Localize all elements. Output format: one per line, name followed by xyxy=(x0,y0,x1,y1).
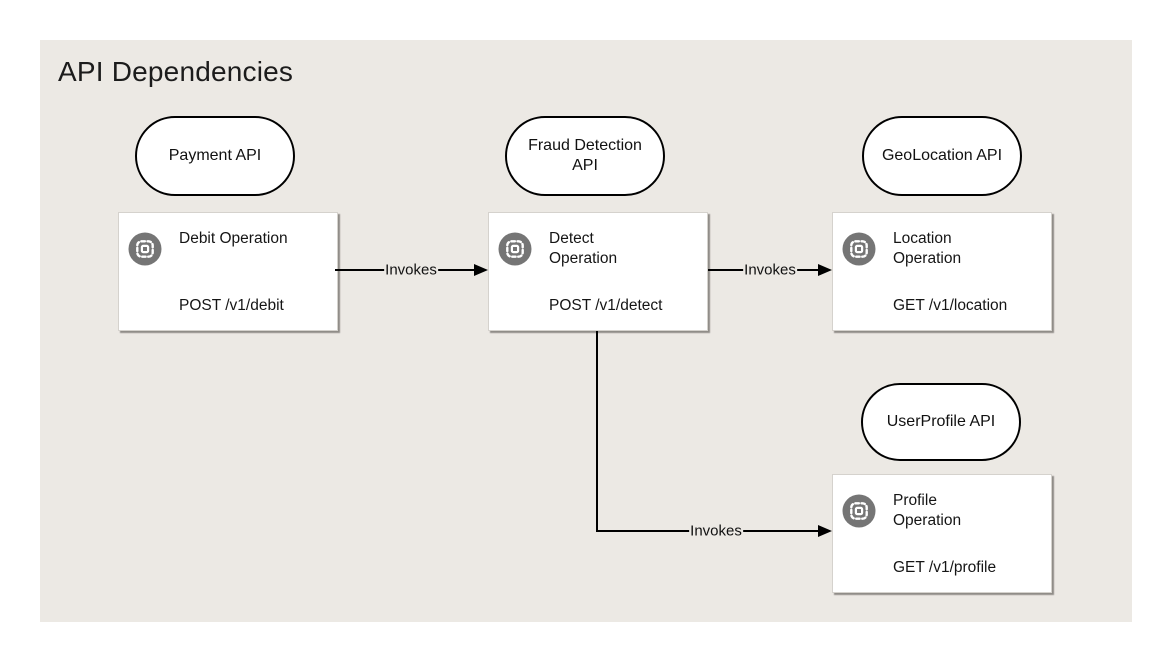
api-node-label: GeoLocation API xyxy=(881,147,1003,164)
operation-method: POST /v1/detect xyxy=(549,297,663,314)
operation-name: Profile Operation xyxy=(893,492,962,529)
operation-name: Debit Operation xyxy=(179,230,288,247)
operation-name: Location Operation xyxy=(893,230,962,267)
page-title: API Dependencies xyxy=(58,56,294,87)
operation-node-location[interactable]: Location Operation GET /v1/location xyxy=(832,212,1052,331)
api-node-fraud-detection[interactable]: Fraud Detection API xyxy=(505,116,665,196)
api-node-userprofile[interactable]: UserProfile API xyxy=(861,383,1021,461)
api-node-geolocation[interactable]: GeoLocation API xyxy=(862,116,1022,196)
operation-method: GET /v1/location xyxy=(893,297,1008,314)
operation-method: POST /v1/debit xyxy=(179,297,284,314)
operation-node-profile[interactable]: Profile Operation GET /v1/profile xyxy=(832,474,1052,593)
api-node-label: Fraud Detection API xyxy=(528,137,642,174)
arrowhead-icon xyxy=(818,525,832,537)
api-node-label: Payment API xyxy=(168,147,262,164)
api-node-payment[interactable]: Payment API xyxy=(135,116,295,196)
edge-label: Invokes xyxy=(384,261,438,279)
api-node-label: UserProfile API xyxy=(886,413,996,430)
edge-label: Invokes xyxy=(689,522,743,540)
arrowhead-icon xyxy=(818,264,832,276)
operation-icon xyxy=(128,232,162,266)
operation-icon xyxy=(842,232,876,266)
operation-node-detect[interactable]: Detect Operation POST /v1/detect xyxy=(488,212,708,331)
operation-name: Detect Operation xyxy=(549,230,618,267)
operation-icon xyxy=(498,232,532,266)
edge-line-vertical xyxy=(596,331,598,532)
edge-label: Invokes xyxy=(743,261,797,279)
operation-method: GET /v1/profile xyxy=(893,559,997,576)
operation-icon xyxy=(842,494,876,528)
arrowhead-icon xyxy=(474,264,488,276)
diagram-canvas: API Dependencies Payment API Fraud Detec… xyxy=(40,40,1132,622)
operation-node-debit[interactable]: Debit Operation POST /v1/debit xyxy=(118,212,338,331)
